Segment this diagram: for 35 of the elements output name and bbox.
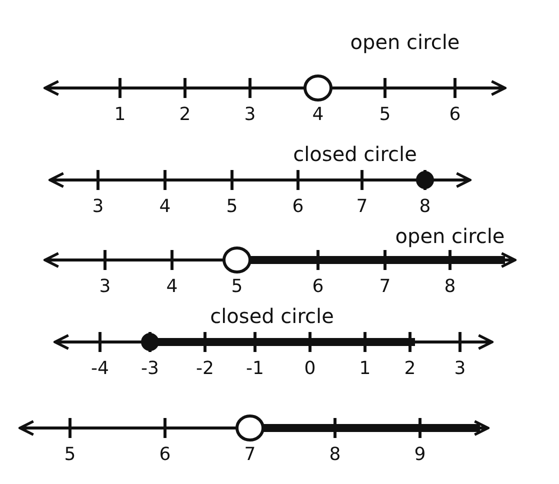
tick-number: 3 — [244, 106, 256, 124]
tick-number: 8 — [419, 198, 431, 216]
tick-number: 4 — [312, 106, 324, 124]
tick-number: 4 — [159, 198, 171, 216]
tick-number: 3 — [99, 278, 111, 296]
tick-number: 1 — [359, 360, 371, 378]
circle-label: open circle — [350, 32, 460, 52]
tick-number: -4 — [91, 360, 109, 378]
tick-number: 3 — [92, 198, 104, 216]
tick-number: 5 — [64, 446, 76, 464]
tick-number: 0 — [304, 360, 316, 378]
tick-number: -3 — [141, 360, 159, 378]
tick-number: 8 — [444, 278, 456, 296]
tick-number: 2 — [179, 106, 191, 124]
tick-number: 5 — [379, 106, 391, 124]
tick-number: 8 — [329, 446, 341, 464]
tick-number: 6 — [449, 106, 461, 124]
tick-number: 2 — [404, 360, 416, 378]
circle-label: closed circle — [293, 144, 417, 164]
tick-number: 5 — [226, 198, 238, 216]
tick-number: 6 — [159, 446, 171, 464]
tick-number: 6 — [312, 278, 324, 296]
tick-number: 7 — [244, 446, 256, 464]
tick-number: 1 — [114, 106, 126, 124]
tick-number: 4 — [166, 278, 178, 296]
tick-number: 3 — [454, 360, 466, 378]
tick-number: 6 — [292, 198, 304, 216]
tick-number: 9 — [414, 446, 426, 464]
circle-label: open circle — [395, 226, 505, 246]
tick-number: 7 — [379, 278, 391, 296]
tick-number: -1 — [246, 360, 264, 378]
tick-number: 5 — [231, 278, 243, 296]
tick-number: 7 — [356, 198, 368, 216]
tick-number: -2 — [196, 360, 214, 378]
circle-label: closed circle — [210, 306, 334, 326]
